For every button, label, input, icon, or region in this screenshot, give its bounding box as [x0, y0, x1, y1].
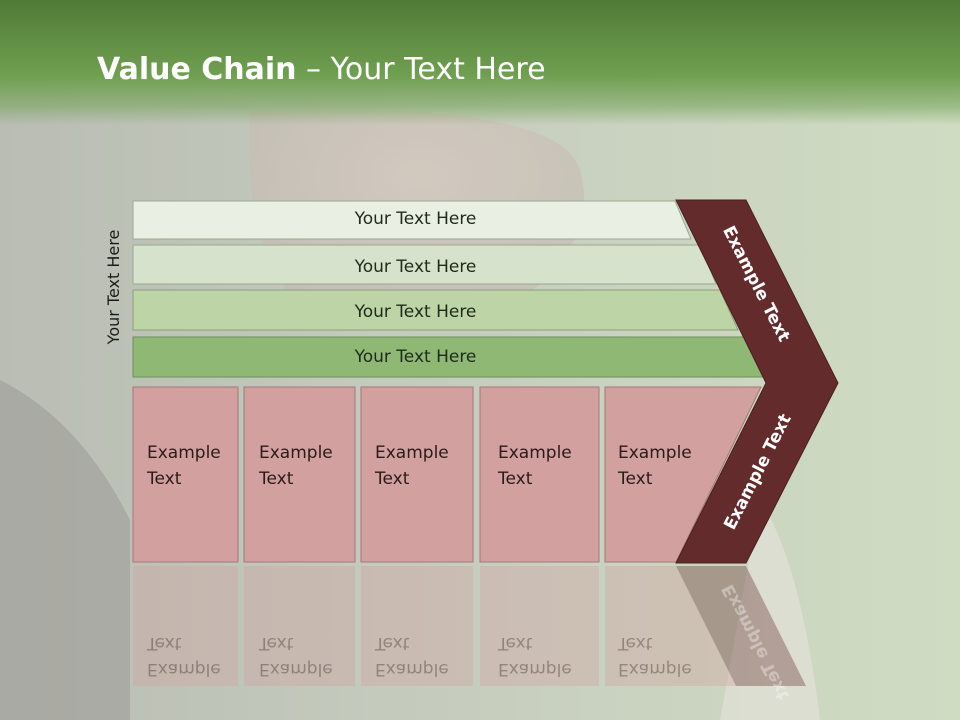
band-4-label: Your Text Here: [354, 347, 477, 367]
card-2-line2: Text: [259, 469, 294, 489]
band-1-shape: [132, 200, 692, 240]
title-rest: – Your Text Here: [296, 52, 546, 87]
band-1-label: Your Text Here: [354, 209, 477, 229]
band-2-label: Your Text Here: [354, 257, 477, 277]
card-2-shape: [243, 386, 356, 563]
card-4-line2: Text: [498, 469, 533, 489]
card-1-line2: Text: [147, 469, 182, 489]
card-5-line1: Example: [618, 443, 692, 463]
card-3-shape: [360, 386, 474, 563]
card-2-line1: Example: [259, 443, 333, 463]
title-bold: Value Chain: [97, 52, 297, 87]
band-2-shape: [132, 244, 717, 285]
chevron-shape: [675, 199, 839, 564]
card-3-line2: Text: [375, 469, 410, 489]
band-3-label: Your Text Here: [354, 302, 477, 322]
card-1-shape: [132, 386, 239, 563]
header-bar: [0, 0, 960, 125]
card-1-line1: Example: [147, 443, 221, 463]
slide-title: Value Chain – Your Text Here: [97, 52, 546, 87]
reflection: [133, 566, 806, 686]
card-5-line2: Text: [618, 469, 653, 489]
card-3-line1: Example: [375, 443, 449, 463]
card-4-line1: Example: [498, 443, 572, 463]
band-3-shape: [132, 289, 739, 331]
card-4-shape: [479, 386, 600, 563]
